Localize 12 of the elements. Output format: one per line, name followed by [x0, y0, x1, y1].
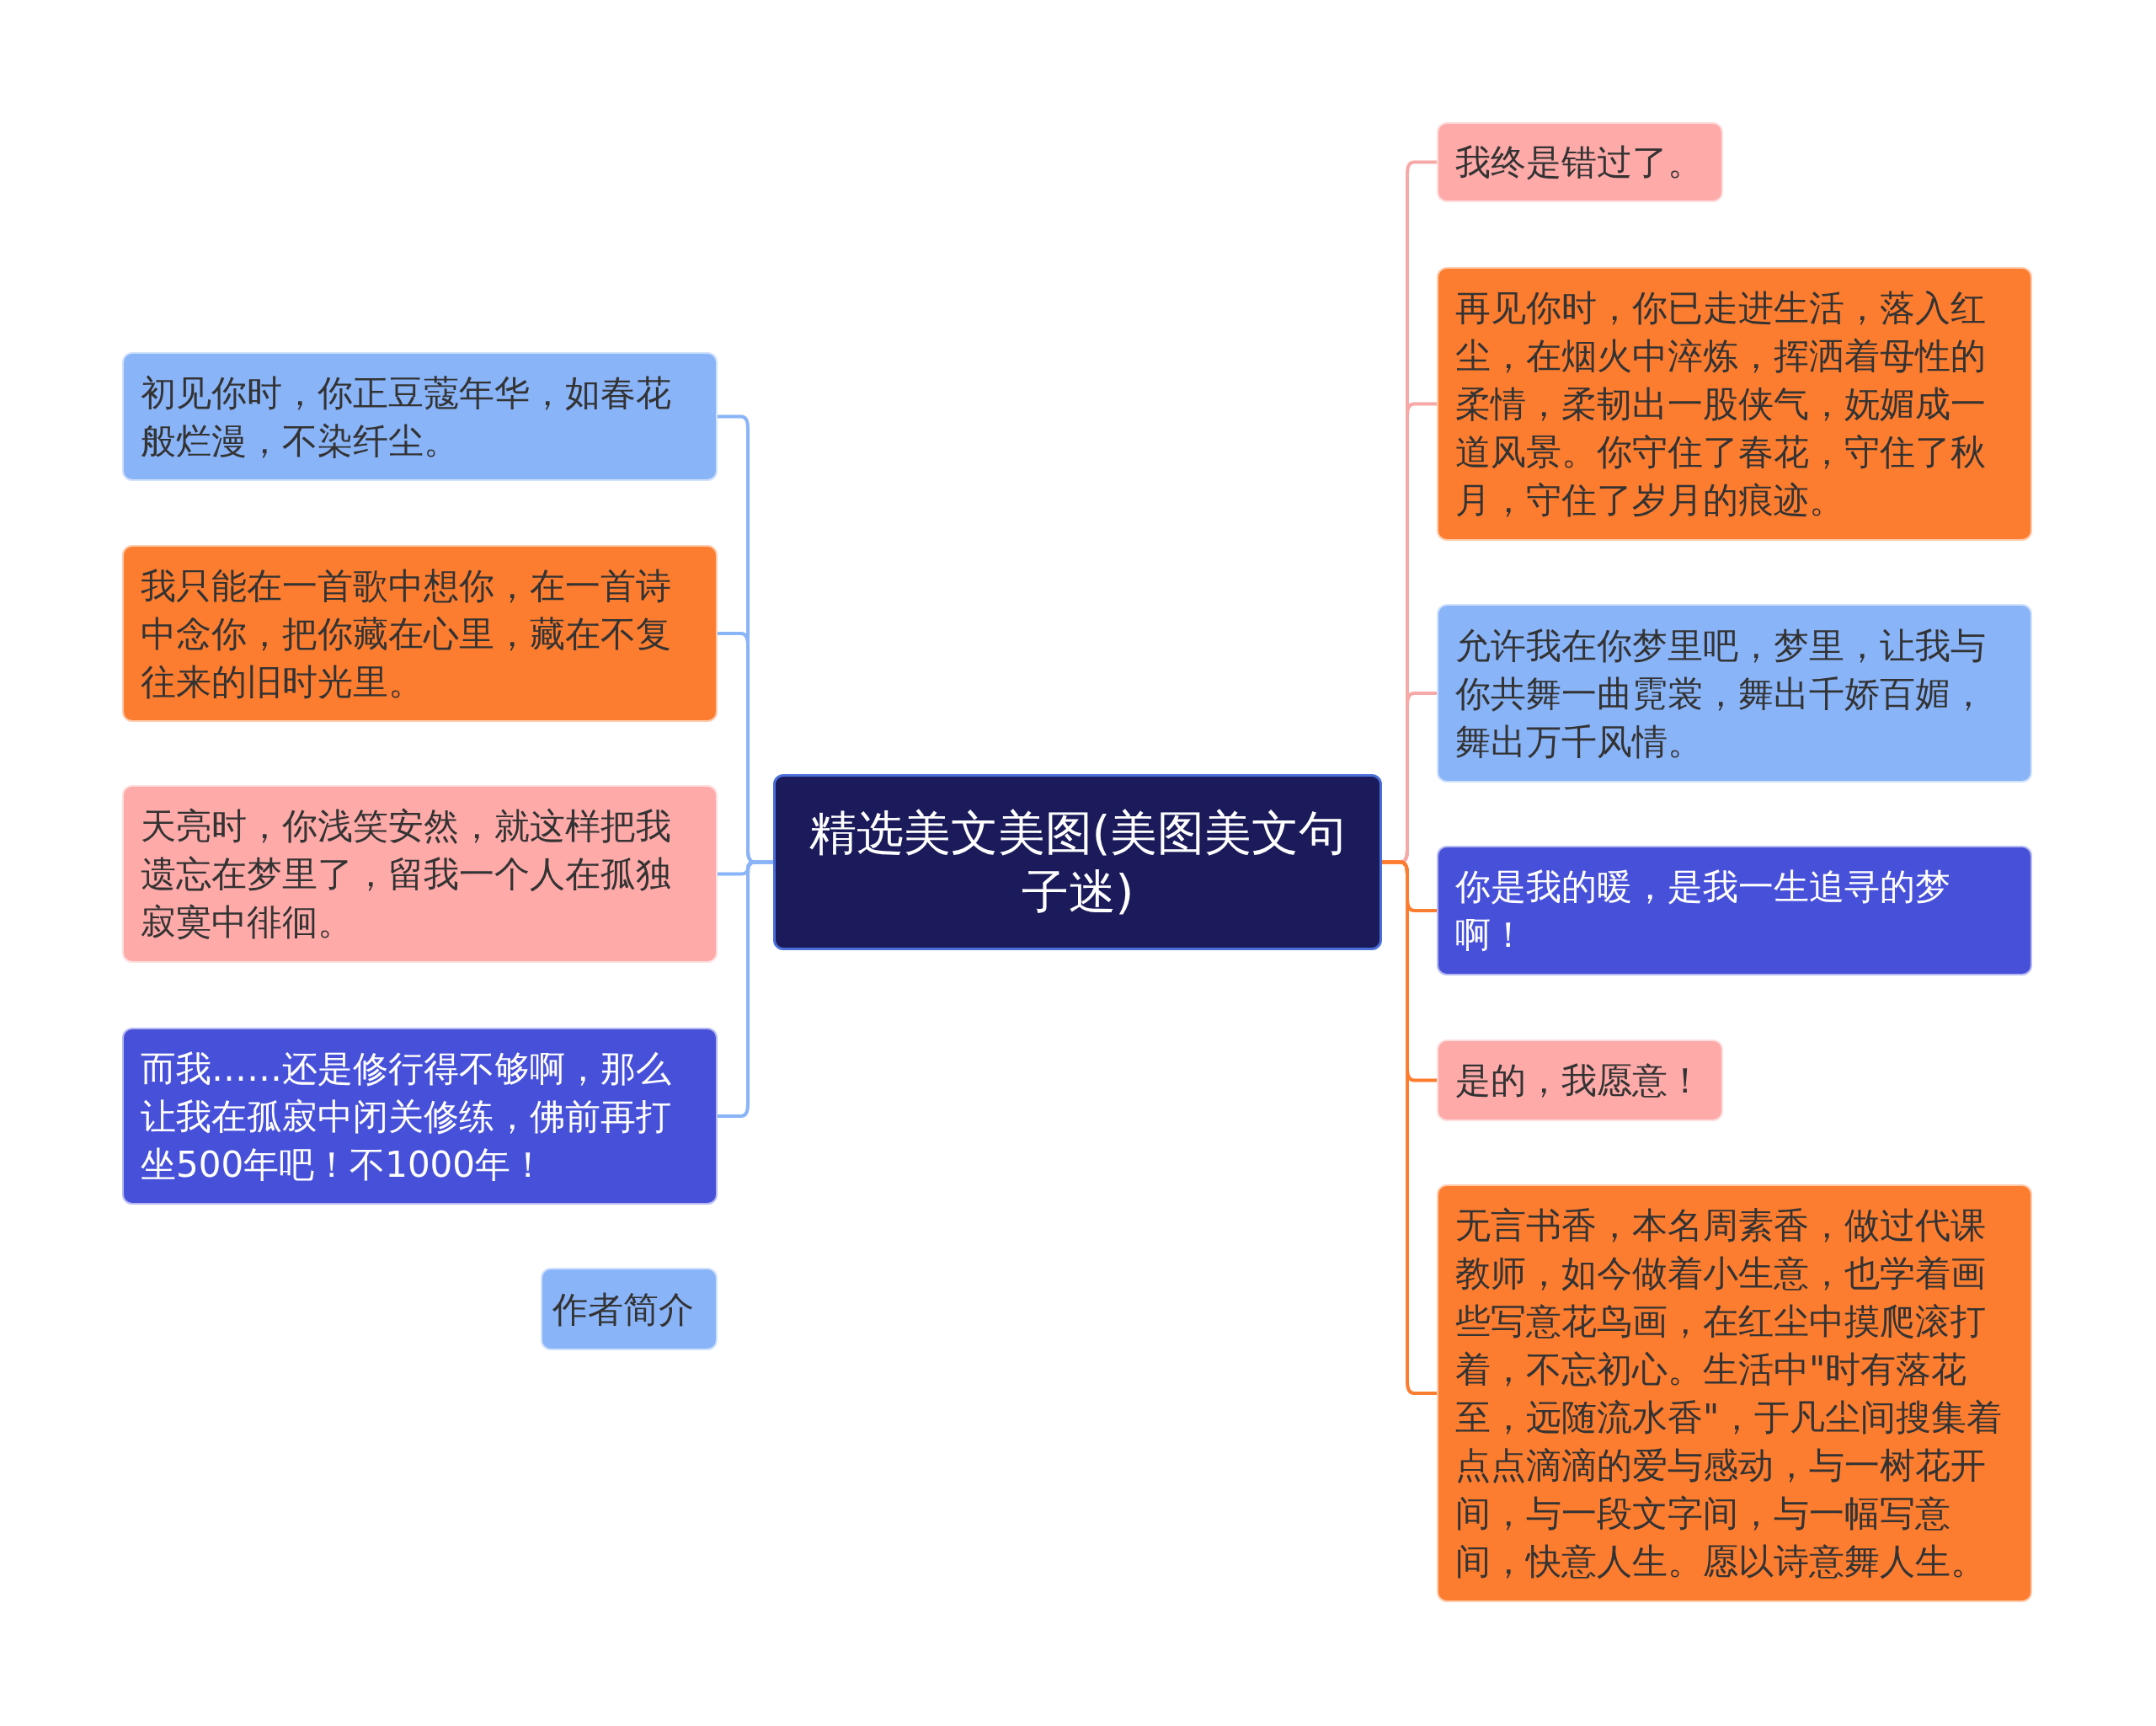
note-box: 允许我在你梦里吧，梦里，让我与你共舞一曲霓裳，舞出千娇百媚，舞出万千风情。 [1437, 604, 2032, 783]
note-box: 我终是错过了。 [1437, 122, 1723, 202]
topic-box: 精选美文美图(美图美文句子迷) [773, 774, 1382, 950]
note-box: 天亮时，你浅笑安然，就这样把我遗忘在梦里了，留我一个人在孤独寂寞中徘徊。 [122, 785, 718, 963]
note-box: 作者简介 [541, 1268, 718, 1350]
note-box: 是的，我愿意！ [1437, 1039, 1723, 1121]
note-box: 无言书香，本名周素香，做过代课教师，如今做着小生意，也学着画些写意花鸟画，在红尘中摸爬滚打着，不忘初心。生活中"时有落花至，远随流水香"，于凡尘间搜集着点点滴滴的爱与感动，与一树花开间，与一段文字间，与一幅写意间，快意人生。愿以诗意舞人生。 [1437, 1184, 2032, 1602]
note-box: 我只能在一首歌中想你，在一首诗中念你，把你藏在心里，藏在不复往来的旧时光里。 [122, 545, 718, 722]
note-box: 初见你时，你正豆蔻年华，如春花般烂漫，不染纤尘。 [122, 352, 718, 481]
note-box: 再见你时，你已走进生活，落入红尘，在烟火中淬炼，挥洒着母性的柔情，柔韧出一股侠气，妩媚成一道风景。你守住了春花，守住了秋月，守住了岁月的痕迹。 [1437, 267, 2032, 541]
note-box: 而我……还是修行得不够啊，那么让我在孤寂中闭关修练，佛前再打坐500年吧！不1000年！ [122, 1028, 718, 1205]
note-box: 你是我的暖，是我一生追寻的梦啊！ [1437, 846, 2032, 975]
